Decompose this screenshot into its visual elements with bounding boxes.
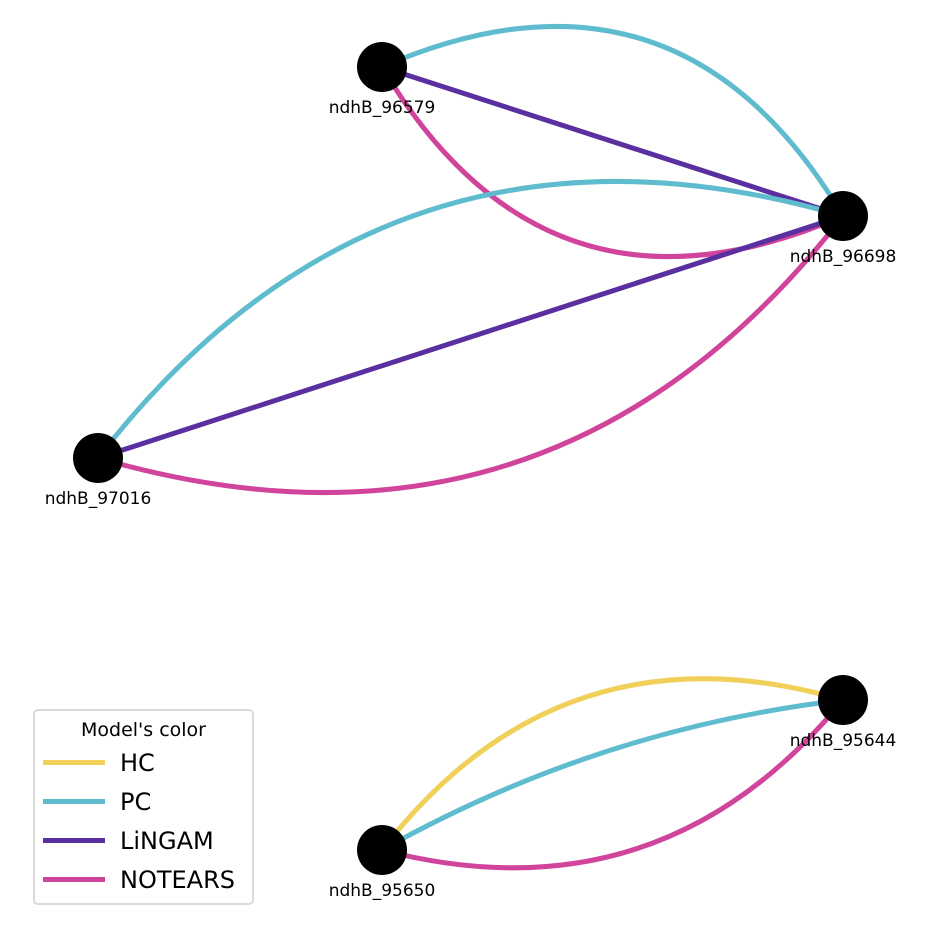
legend-item-notears: NOTEARS	[35, 860, 252, 899]
nodes-layer: ndhB_96579 ndhB_96698 ndhB_97016 ndhB_95644…	[45, 42, 897, 901]
legend-item-pc: PC	[35, 782, 252, 821]
edges-layer	[95, 23, 846, 871]
node-ndhB_95650	[357, 825, 407, 875]
legend-label-notears: NOTEARS	[120, 865, 235, 894]
node-label-ndhB_95650: ndhB_95650	[329, 881, 436, 901]
legend-item-lingam: LiNGAM	[35, 821, 252, 860]
node-ndhB_97016	[73, 433, 123, 483]
node-label-ndhB_97016: ndhB_97016	[45, 489, 152, 509]
edge-pc-ndhB_97016-ndhB_96698	[95, 178, 846, 461]
node-ndhB_96579	[357, 42, 407, 92]
node-label-ndhB_96698: ndhB_96698	[790, 247, 897, 267]
edge-pc-ndhB_96579-ndhB_96698	[379, 23, 846, 219]
legend-swatch-lingam	[43, 838, 105, 843]
edge-lingam-ndhB_96579-ndhB_96698	[379, 64, 846, 219]
edge-pc-ndhB_95650-ndhB_95644	[379, 697, 846, 853]
legend-label-lingam: LiNGAM	[120, 826, 214, 855]
edge-notears-ndhB_96579-ndhB_96698	[379, 64, 846, 260]
legend-label-hc: HC	[120, 748, 155, 777]
edge-notears-ndhB_95650-ndhB_95644	[379, 697, 846, 871]
legend-item-hc: HC	[35, 743, 252, 782]
legend-swatch-pc	[43, 799, 105, 804]
node-ndhB_96698	[818, 191, 868, 241]
edge-notears-ndhB_97016-ndhB_96698	[95, 213, 846, 496]
node-ndhB_95644	[818, 675, 868, 725]
edge-hc-ndhB_95650-ndhB_95644	[379, 676, 846, 853]
legend: Model's color HC PC LiNGAM NOTEARS	[33, 709, 254, 905]
node-label-ndhB_96579: ndhB_96579	[329, 98, 436, 118]
legend-swatch-notears	[43, 877, 105, 882]
legend-label-pc: PC	[120, 787, 152, 816]
edge-lingam-ndhB_97016-ndhB_96698	[95, 213, 846, 461]
legend-swatch-hc	[43, 760, 105, 765]
node-label-ndhB_95644: ndhB_95644	[790, 731, 897, 751]
legend-title: Model's color	[81, 719, 206, 741]
